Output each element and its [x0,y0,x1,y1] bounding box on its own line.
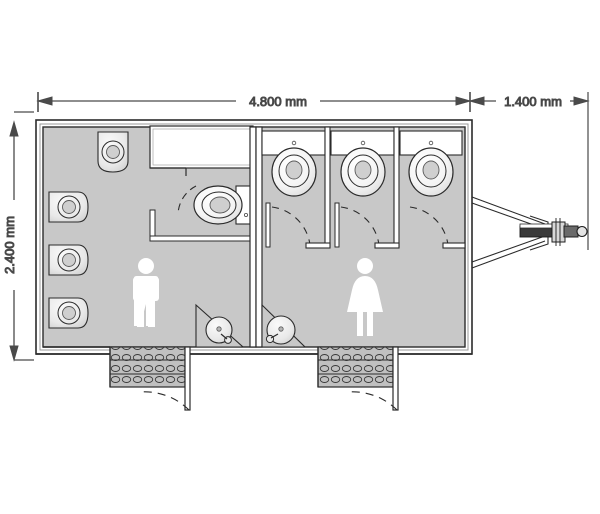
arrow-body-right [455,96,472,106]
stall-1-door-leaf [265,202,271,248]
stall-1 [261,126,331,249]
stall-1-bowl-rim [278,154,310,188]
urinal-1 [48,191,89,223]
arrow-width-bottom [9,345,19,362]
stall-3-door-jamb [442,242,466,249]
arrow-bar-left [468,96,485,106]
urinal-4-top-wall [97,131,129,173]
gents-door-swing-arc [139,391,190,411]
gents-basin-spout [220,333,228,340]
arrow-body-left [36,96,53,106]
dimension-label-drawbar: 1.400 mm [504,94,562,109]
room-ladies [261,126,466,348]
stall-3-bowl-rim [415,154,447,188]
coupling-neck [563,225,579,238]
gents-corner-basin [195,303,245,348]
stall-2-divider [393,126,400,248]
gents-toilet-swing-arc [177,185,197,216]
ladies-door-leaf [392,346,399,411]
stall-1-door-jamb [305,242,331,249]
female-figure [347,258,383,336]
stall-1-bowl-water [285,160,303,180]
stall-3 [399,130,466,249]
stall-3-flush-button [428,140,434,146]
ladies-basin-drain [278,326,284,332]
arrow-bar-right [573,96,590,106]
dimension-lines: 4.800 mm 1.400 mm 2.400 mm [2,92,590,362]
urinal-3 [48,297,89,329]
stall-2-door-swing-arc [340,206,380,246]
stall-2-bowl-rim [347,154,379,188]
stall-2-flush-button [360,140,366,146]
dimension-label-length: 4.800 mm [249,94,307,109]
drawbar-arm-lower [471,235,546,269]
stall-3-door-swing-arc [409,206,449,246]
urinal-group-left-wall [48,191,89,329]
gents-bowl-water [209,196,231,214]
vanity-counter [149,125,254,176]
gents-basin-drain [216,326,222,332]
central-partition-wall [249,126,263,348]
gents-door-leaf [184,346,191,411]
gents-entrance-step [109,346,186,388]
stall-2-door-leaf [334,202,340,248]
stall-3-bowl-water [422,160,440,180]
stall-2 [330,126,400,249]
urinal-2 [48,244,89,276]
dimension-label-width: 2.400 mm [2,216,17,274]
stall-2-bowl-water [354,160,372,180]
room-gents [48,125,258,348]
stall-1-flush-button [291,140,297,146]
stall-2-door-jamb [374,242,400,249]
gents-flush-button [243,212,248,217]
ladies-entrance [317,346,399,411]
coupling-body [551,221,566,243]
gents-bowl-rim [201,191,237,219]
trailer-drawbar [471,196,588,269]
ladies-entrance-step [317,346,394,388]
ladies-basin-spout [270,333,279,339]
male-figure [133,258,159,327]
arrow-width-top [9,120,19,137]
ladies-corner-basin [261,303,307,348]
stall-1-door-swing-arc [271,206,311,246]
coupling-ball-socket [576,225,588,238]
ladies-door-swing-arc [347,391,398,411]
stall-1-divider [324,126,331,248]
